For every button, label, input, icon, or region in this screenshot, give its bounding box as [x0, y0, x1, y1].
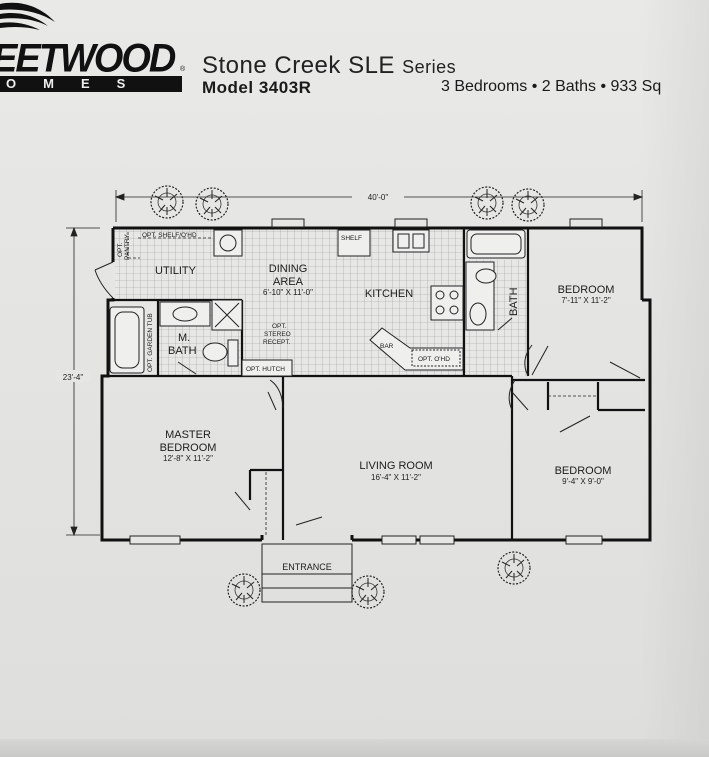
entrance-steps: [261, 543, 353, 603]
opt-pantry-label-1: OPT.: [117, 242, 124, 257]
depth-dimension-label: 23'-4": [63, 373, 84, 382]
shelf-unit: [337, 229, 371, 257]
opt-stereo-label-1: OPT.: [272, 323, 287, 330]
opt-pantry-label-2: PANTRY: [124, 234, 131, 260]
utility-label: UTILITY: [155, 265, 197, 277]
kitchen-bar: [369, 327, 464, 371]
bedroom-1-label: BEDROOM: [558, 284, 615, 296]
interior-doors: [177, 317, 641, 526]
dining-dimension: 6'-10" X 11'-0": [263, 288, 313, 297]
paper-bottom-edge: [0, 739, 709, 757]
depth-dimension-mask: [56, 370, 90, 382]
master-bedroom-dimension: 12'-8" X 11'-2": [163, 454, 213, 463]
m-bath-label-1: M.: [178, 332, 190, 344]
series-name-text: Stone Creek SLE: [202, 52, 403, 79]
entrance-label: ENTRANCE: [282, 562, 332, 572]
master-bedroom-label-2: BEDROOM: [160, 442, 217, 454]
series-title: Stone Creek SLE Series: [202, 52, 456, 80]
logo-swoosh-icon: [0, 2, 55, 30]
fixtures: [109, 229, 526, 377]
opt-hutch-label: OPT. HUTCH: [246, 366, 285, 373]
range: [392, 229, 430, 253]
bedroom-2-dimension: 9'-4" X 9'-0": [562, 477, 604, 486]
bedroom-1-dimension: 7'-11" X 11'-2": [561, 296, 611, 305]
utility-door: [94, 261, 115, 299]
m-bath-label-2: BATH: [168, 345, 197, 357]
shelf-label: SHELF: [341, 235, 362, 242]
model-number: Model 3403R: [202, 78, 312, 97]
brand-registered-mark: ®: [180, 66, 186, 73]
master-bedroom-label-1: MASTER: [165, 429, 211, 441]
bedroom-2-label: BEDROOM: [555, 465, 612, 477]
living-room-label: LIVING ROOM: [359, 460, 432, 472]
hutch: [241, 359, 293, 377]
opt-garden-tub-label: OPT. GARDEN TUB: [147, 313, 154, 372]
opt-stereo-label-2: STEREO: [264, 331, 291, 338]
home-specs: 3 Bedrooms • 2 Baths • 933 Sq: [441, 78, 662, 95]
windows: [129, 218, 603, 545]
closet-lines: [127, 232, 598, 535]
opt-ohd-label: OPT. O'HD: [418, 356, 450, 363]
opt-shelf-label: OPT. SHELF/O'HD: [142, 232, 197, 239]
width-dimension-mask: [352, 190, 404, 202]
kitchen-label: KITCHEN: [365, 288, 413, 300]
brand-subtitle-bar: OMES: [0, 76, 182, 92]
garden-tub: [109, 306, 145, 374]
bath-tub: [466, 229, 526, 259]
cooktop: [430, 285, 464, 321]
living-room-dimension: 16'-4" X 11'-2": [371, 473, 421, 482]
dining-label-2: AREA: [273, 276, 304, 288]
washer: [213, 229, 243, 257]
opt-stereo-label-3: RECEPT.: [263, 339, 291, 346]
series-word: Series: [402, 57, 457, 77]
brand-wordmark: EETWOOD: [0, 36, 176, 82]
dining-label-1: DINING: [269, 263, 308, 275]
bar-label: BAR: [380, 343, 394, 350]
bath-label: BATH: [508, 287, 520, 316]
width-dimension-label: 40'-0": [368, 193, 389, 202]
